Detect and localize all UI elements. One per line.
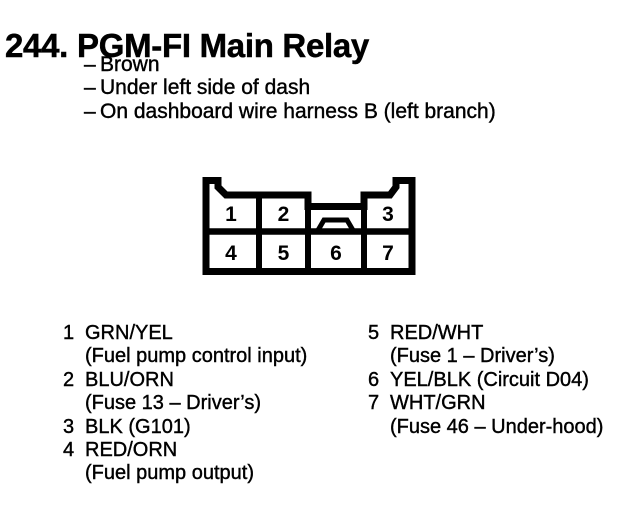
legend-wire-code: BLK (G101) <box>85 415 191 438</box>
legend-item-pin1: 1 GRN/YEL (Fuel pump control input) <box>63 322 308 369</box>
pin-number-4: 4 <box>225 242 237 265</box>
legend-pin-number: 7 <box>368 392 380 415</box>
legend-description: (Fuel pump control input) <box>85 345 308 368</box>
legend-item-pin7: 7 WHT/GRN (Fuse 46 – Under-hood) <box>368 392 604 439</box>
dash-bullet: – <box>84 53 96 76</box>
pin-number-7: 7 <box>382 242 394 265</box>
legend-item-pin3: 3 BLK (G101) <box>63 415 307 439</box>
legend-wire-code: BLU/ORN <box>85 368 174 391</box>
legend-description: (Fuse 1 – Driver’s) <box>390 345 555 368</box>
legend-pin-number: 3 <box>63 415 75 438</box>
connector-diagram: 1 2 3 4 5 6 7 <box>202 177 416 275</box>
dash-bullet: – <box>84 99 96 123</box>
pin-legend-right: 5 RED/WHT (Fuse 1 – Driver’s) 6 YEL/BLK … <box>368 322 604 439</box>
legend-wire-code: WHT/GRN <box>390 392 486 415</box>
note-harness: –On dashboard wire harness B (left branc… <box>84 100 496 123</box>
legend-item-pin2: 2 BLU/ORN (Fuse 13 – Driver’s) <box>63 369 307 416</box>
section-number: 244. <box>5 27 69 65</box>
note-location: –Under left side of dash <box>84 76 496 99</box>
note-color: –Brown <box>84 53 496 76</box>
connector-latch <box>314 217 357 234</box>
dash-bullet: – <box>84 76 96 100</box>
legend-description: (Fuel pump output) <box>85 462 254 485</box>
legend-pin-number: 1 <box>63 322 75 344</box>
title-text: PGM-FI Main Relay <box>77 27 370 65</box>
pin-number-2: 2 <box>278 203 290 226</box>
note-text: Brown <box>100 53 160 76</box>
legend-item-pin5: 5 RED/WHT (Fuse 1 – Driver’s) <box>368 322 603 369</box>
location-notes: –Brown –Under left side of dash –On dash… <box>84 53 496 123</box>
legend-description: (Fuse 46 – Under-hood) <box>390 415 604 438</box>
pin-number-5: 5 <box>278 242 290 265</box>
legend-wire-code: YEL/BLK (Circuit D04) <box>390 368 589 391</box>
pin-number-3: 3 <box>382 203 394 226</box>
legend-pin-number: 5 <box>368 322 380 344</box>
page-title: 244.PGM-FI Main Relay <box>5 27 370 65</box>
pin-legend-left: 1 GRN/YEL (Fuel pump control input) 2 BL… <box>63 322 308 486</box>
legend-item-pin6: 6 YEL/BLK (Circuit D04) <box>368 369 603 392</box>
note-text: Under left side of dash <box>100 76 311 100</box>
legend-wire-code: RED/WHT <box>390 322 484 344</box>
legend-wire-code: GRN/YEL <box>85 322 173 344</box>
legend-wire-code: RED/ORN <box>85 439 178 462</box>
pin-number-6: 6 <box>330 242 342 265</box>
legend-pin-number: 6 <box>368 368 380 391</box>
legend-description: (Fuse 13 – Driver’s) <box>85 392 261 415</box>
legend-pin-number: 4 <box>63 439 75 462</box>
note-text: On dashboard wire harness B (left branch… <box>100 99 496 123</box>
legend-pin-number: 2 <box>63 368 75 391</box>
legend-item-pin4: 4 RED/ORN (Fuel pump output) <box>63 439 307 486</box>
pin-number-1: 1 <box>225 203 237 226</box>
